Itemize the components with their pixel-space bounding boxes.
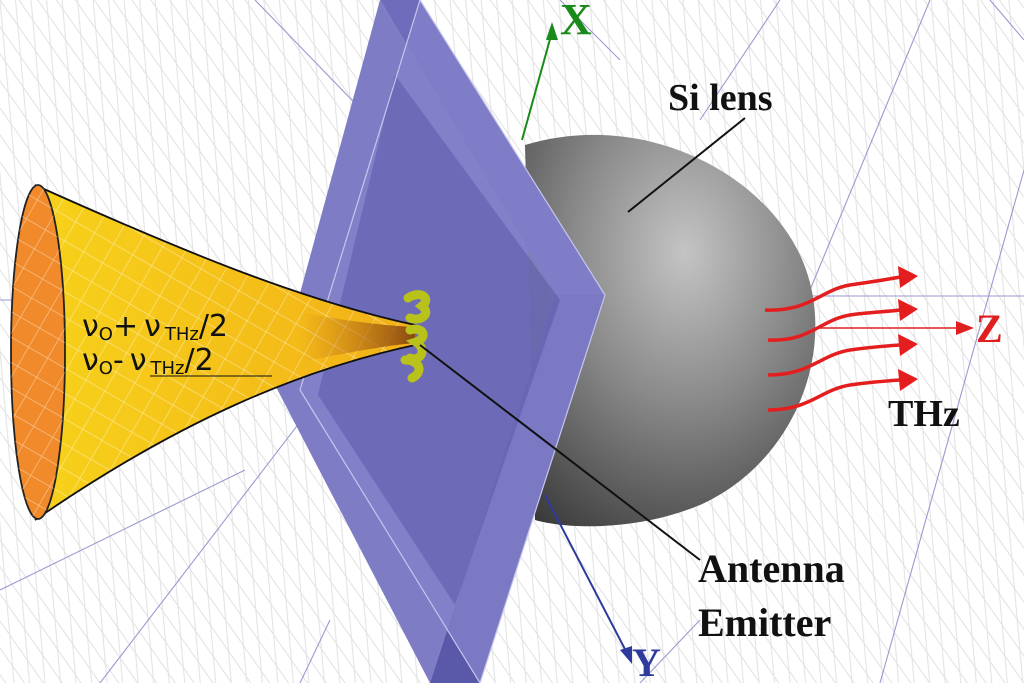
freq-lower-op: -	[113, 343, 124, 378]
freq-upper-nu2: ν	[144, 309, 161, 344]
z-axis	[820, 321, 974, 335]
freq-lower-sub2: THz	[150, 358, 185, 379]
si-lens-label: Si lens	[668, 77, 773, 119]
freq-upper-sub: O	[99, 324, 113, 345]
laser-beam-cone	[10, 184, 416, 521]
freq-upper-sub2: THz	[164, 324, 199, 345]
freq-upper-op: +	[113, 309, 138, 344]
y-axis	[544, 494, 632, 664]
si-lens	[525, 134, 816, 527]
beam-core	[300, 312, 415, 362]
freq-lower-tail: /2	[185, 343, 214, 378]
x-axis-label: X	[560, 0, 592, 44]
thz-arrowheads	[898, 266, 918, 391]
y-axis-label: Y	[632, 640, 661, 683]
emitter-label: Emitter	[698, 600, 831, 645]
z-axis-arrowhead	[956, 321, 974, 335]
freq-upper-nu: ν	[82, 309, 99, 344]
x-axis-arrowhead	[546, 22, 558, 40]
antenna-leader-line	[419, 344, 701, 561]
y-axis-arrowhead	[620, 646, 632, 664]
freq-lower-nu: ν	[82, 343, 99, 378]
antenna-label: Antenna	[698, 546, 845, 591]
antenna-emitter	[400, 290, 431, 383]
substrate	[299, 0, 606, 683]
x-axis	[521, 22, 558, 141]
thz-label: THz	[888, 393, 960, 435]
thz-arrows	[764, 275, 901, 412]
si-lens-leader-line	[627, 117, 746, 213]
freq-lower-sub: O	[99, 358, 113, 379]
substrate-inner	[318, 75, 560, 605]
z-axis-label: Z	[976, 306, 1003, 351]
freq-lower-nu2: ν	[130, 343, 147, 378]
freq-upper-tail: /2	[199, 309, 228, 344]
